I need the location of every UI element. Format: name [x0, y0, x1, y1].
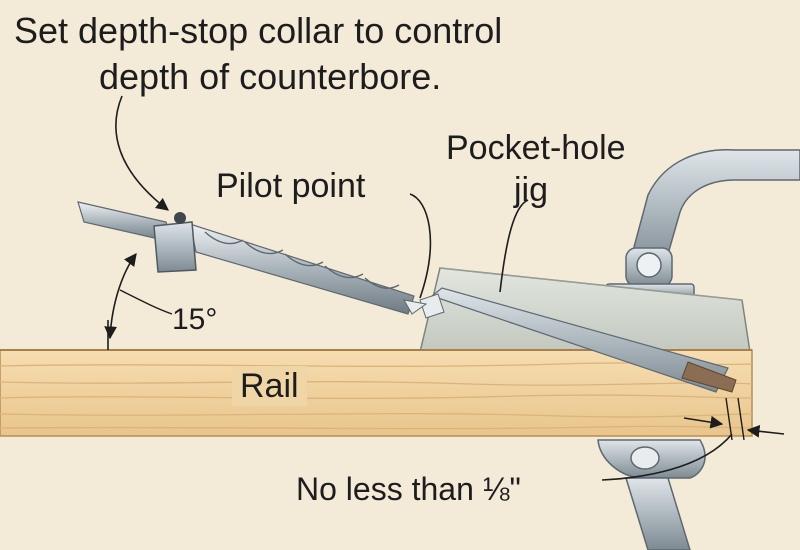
jig-label-line-1: Pocket-hole	[446, 129, 626, 167]
upper-clamp	[605, 149, 800, 301]
drill-bit	[77, 201, 428, 315]
minimum-thickness-label: No less than ⅛"	[296, 471, 521, 507]
instruction-label-line-1: Set depth-stop collar to control	[14, 10, 503, 51]
lower-clamp	[597, 439, 706, 550]
angle-label: 15°	[172, 303, 218, 336]
angle-indicator	[104, 252, 173, 350]
jig-label-line-2: jig	[514, 171, 549, 209]
drill-guide	[419, 287, 737, 393]
rail-board	[0, 349, 753, 437]
collar-leader-line	[115, 95, 170, 211]
rail-label: Rail	[232, 366, 307, 406]
pilot-point-leader-line	[409, 193, 432, 299]
pilot-point-label: Pilot point	[216, 167, 366, 205]
instruction-label-line-2: depth of counterbore.	[99, 56, 442, 97]
min-thickness-dimension	[601, 397, 785, 481]
jig-leader-line	[499, 199, 529, 293]
